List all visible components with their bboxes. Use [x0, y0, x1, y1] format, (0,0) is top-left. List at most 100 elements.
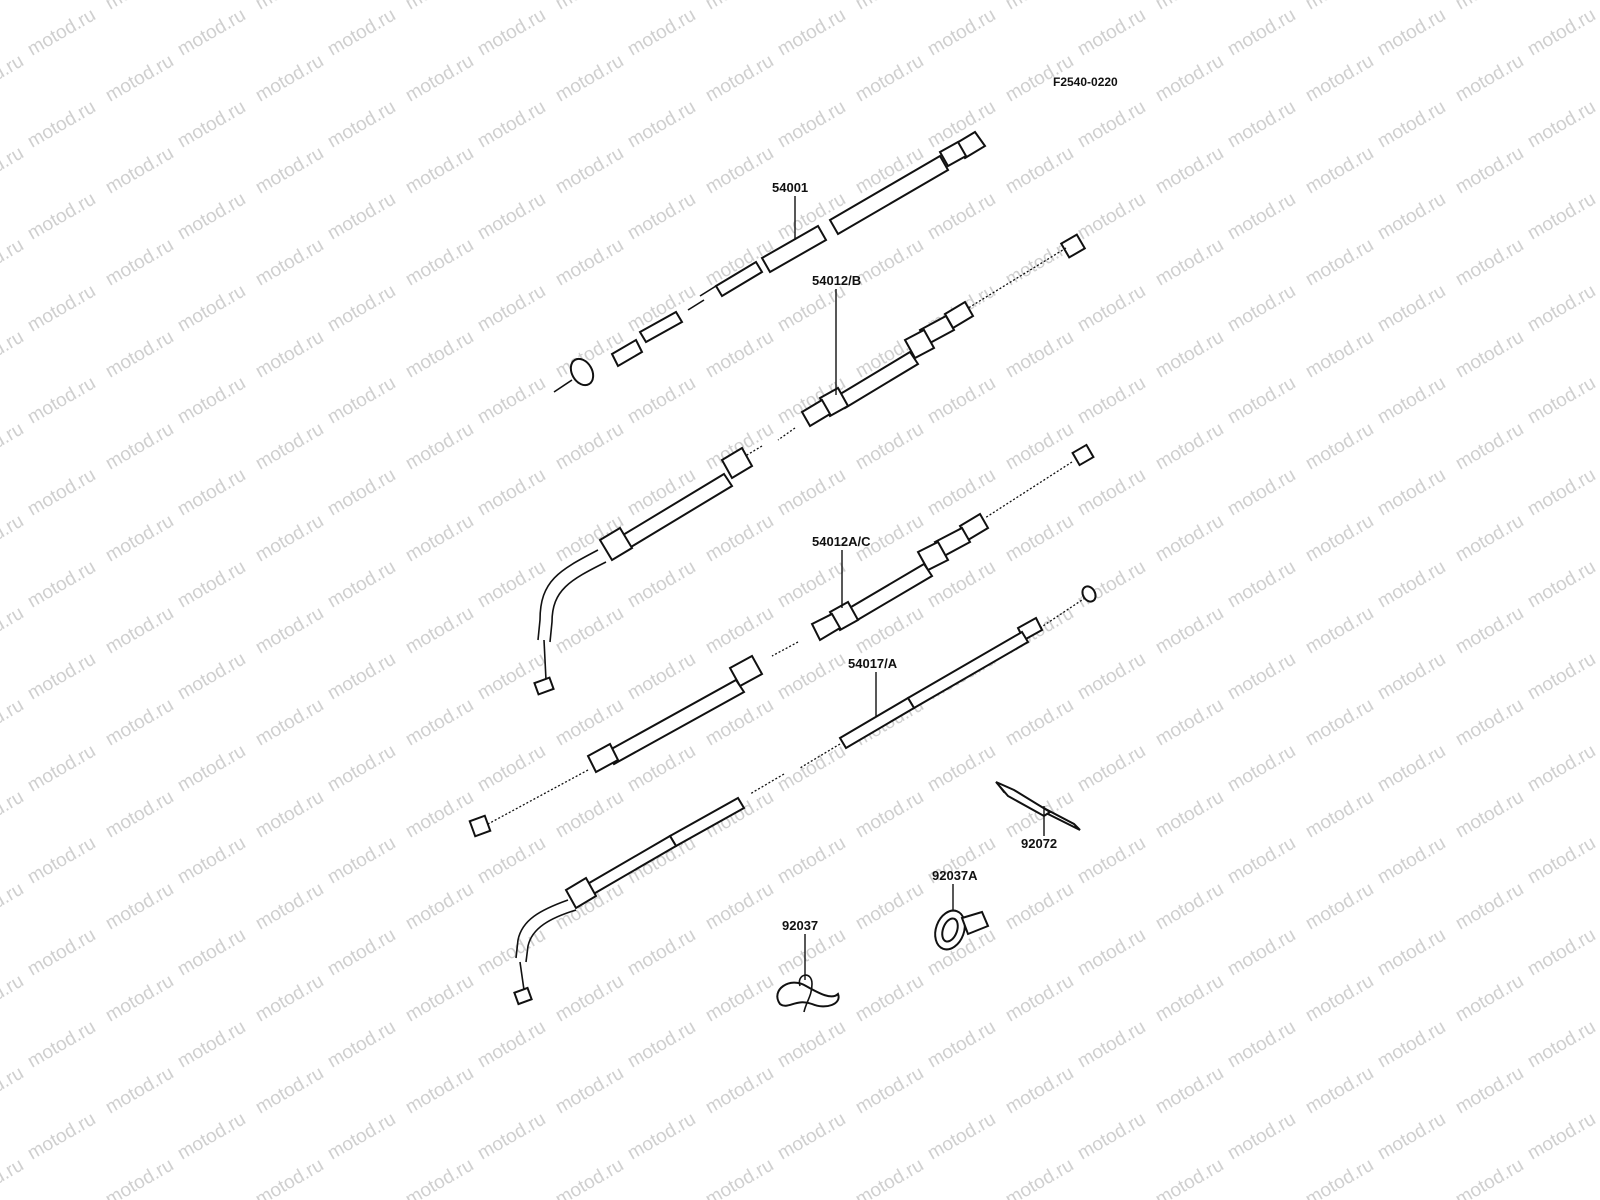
watermark-text: motod.ru [924, 373, 999, 429]
watermark-text: motod.ru [1524, 97, 1599, 153]
clamp-92037-a[interactable] [930, 906, 990, 953]
watermark-text: motod.ru [1302, 971, 1377, 1027]
watermark-text: motod.ru [774, 925, 849, 981]
watermark-text: motod.ru [1524, 1017, 1599, 1073]
watermark-text: motod.ru [252, 787, 327, 843]
watermark-text: motod.ru [1524, 649, 1599, 705]
band-92072[interactable] [995, 781, 1081, 831]
watermark-text: motod.ru [0, 51, 27, 107]
watermark-text: motod.ru [1224, 465, 1299, 521]
cable-54012-a-c[interactable] [468, 443, 1095, 838]
watermark-text: motod.ru [924, 189, 999, 245]
watermark-text: motod.ru [1452, 235, 1527, 291]
watermark-text: motod.ru [474, 189, 549, 245]
watermark-text: motod.ru [1224, 649, 1299, 705]
watermark-text: motod.ru [1302, 51, 1377, 107]
label-54017-a: 54017/A [848, 656, 898, 716]
watermark-text: motod.ru [0, 1155, 27, 1200]
watermark-text: motod.ru [1374, 373, 1449, 429]
watermark-text: motod.ru [102, 879, 177, 935]
watermark-text: motod.ru [1074, 741, 1149, 797]
watermark-text: motod.ru [24, 97, 99, 153]
cable-54012-b[interactable] [533, 233, 1087, 696]
watermark-text: motod.ru [1452, 511, 1527, 567]
watermark-text: motod.ru [1074, 373, 1149, 429]
watermark-text: motod.ru [852, 51, 927, 107]
watermark-text: motod.ru [1152, 0, 1227, 14]
clamp-92037[interactable] [776, 974, 840, 1013]
watermark-text: motod.ru [402, 0, 477, 14]
watermark-text: motod.ru [1224, 5, 1299, 61]
watermark-text: motod.ru [924, 741, 999, 797]
watermark-text: motod.ru [702, 0, 777, 14]
part-label-54012-a-c: 54012A/C [812, 534, 871, 549]
watermark-text: motod.ru [1374, 833, 1449, 889]
watermark-text: motod.ru [474, 741, 549, 797]
watermark-text: motod.ru [102, 419, 177, 475]
watermark-text: motod.ru [1152, 879, 1227, 935]
watermark-text: motod.ru [624, 1109, 699, 1165]
watermark-text: motod.ru [1002, 419, 1077, 475]
watermark-text: motod.ru [1152, 419, 1227, 475]
watermark-text: motod.ru [24, 649, 99, 705]
watermark-text: motod.ru [324, 557, 399, 613]
watermark-text: motod.ru [102, 695, 177, 751]
watermark-text: motod.ru [102, 1155, 177, 1200]
watermark-text: motod.ru [1152, 603, 1227, 659]
watermark-text: motod.ru [1452, 1063, 1527, 1119]
cable-54001[interactable] [553, 130, 987, 393]
watermark-text: motod.ru [552, 971, 627, 1027]
watermark-text: motod.ru [102, 511, 177, 567]
watermark-text: motod.ru [1452, 971, 1527, 1027]
label-54012-a-c: 54012A/C [812, 534, 871, 608]
watermark-text: motod.ru [402, 511, 477, 567]
watermark-text: motod.ru [252, 51, 327, 107]
watermark-text: motod.ru [102, 0, 177, 14]
watermark-text: motod.ru [1152, 1155, 1227, 1200]
watermark-text: motod.ru [24, 833, 99, 889]
watermark-text: motod.ru [1224, 189, 1299, 245]
watermark-text: motod.ru [852, 1155, 927, 1200]
watermark-text: motod.ru [174, 465, 249, 521]
watermark-text: motod.ru [774, 465, 849, 521]
watermark-text: motod.ru [1074, 281, 1149, 337]
watermark-text: motod.ru [174, 557, 249, 613]
watermark-text: motod.ru [552, 51, 627, 107]
watermark-text: motod.ru [174, 281, 249, 337]
watermark-text: motod.ru [474, 1109, 549, 1165]
watermark-text: motod.ru [1452, 143, 1527, 199]
watermark-text: motod.ru [1374, 189, 1449, 245]
watermark-text: motod.ru [0, 327, 27, 383]
watermark-text: motod.ru [252, 419, 327, 475]
watermark-text: motod.ru [1224, 925, 1299, 981]
watermark-text: motod.ru [1374, 1017, 1449, 1073]
watermark-text: motod.ru [1152, 51, 1227, 107]
watermark-text: motod.ru [1152, 327, 1227, 383]
watermark-text: motod.ru [24, 925, 99, 981]
watermark-text: motod.ru [1374, 1109, 1449, 1165]
watermark-text: motod.ru [102, 603, 177, 659]
watermark-text: motod.ru [24, 1017, 99, 1073]
watermark-text: motod.ru [0, 0, 27, 14]
watermark-text: motod.ru [1452, 603, 1527, 659]
watermark-text: motod.ru [1152, 511, 1227, 567]
watermark-text: motod.ru [1524, 741, 1599, 797]
label-54001: 54001 [772, 180, 808, 240]
watermark-text: motod.ru [324, 281, 399, 337]
watermark-text: motod.ru [1524, 833, 1599, 889]
watermark-text: motod.ru [1002, 327, 1077, 383]
watermark-text: motod.ru [624, 1017, 699, 1073]
watermark-text: motod.ru [1152, 143, 1227, 199]
watermark-text: motod.ru [852, 0, 927, 14]
watermark-text: motod.ru [0, 1063, 27, 1119]
watermark-text: motod.ru [624, 189, 699, 245]
watermark-text: motod.ru [852, 1063, 927, 1119]
watermark-text: motod.ru [474, 833, 549, 889]
watermark-text: motod.ru [402, 695, 477, 751]
watermark-text: motod.ru [324, 373, 399, 429]
watermark-text: motod.ru [102, 51, 177, 107]
cable-54017-a[interactable] [513, 584, 1098, 1006]
watermark-text: motod.ru [0, 603, 27, 659]
watermark-text: motod.ru [1524, 281, 1599, 337]
